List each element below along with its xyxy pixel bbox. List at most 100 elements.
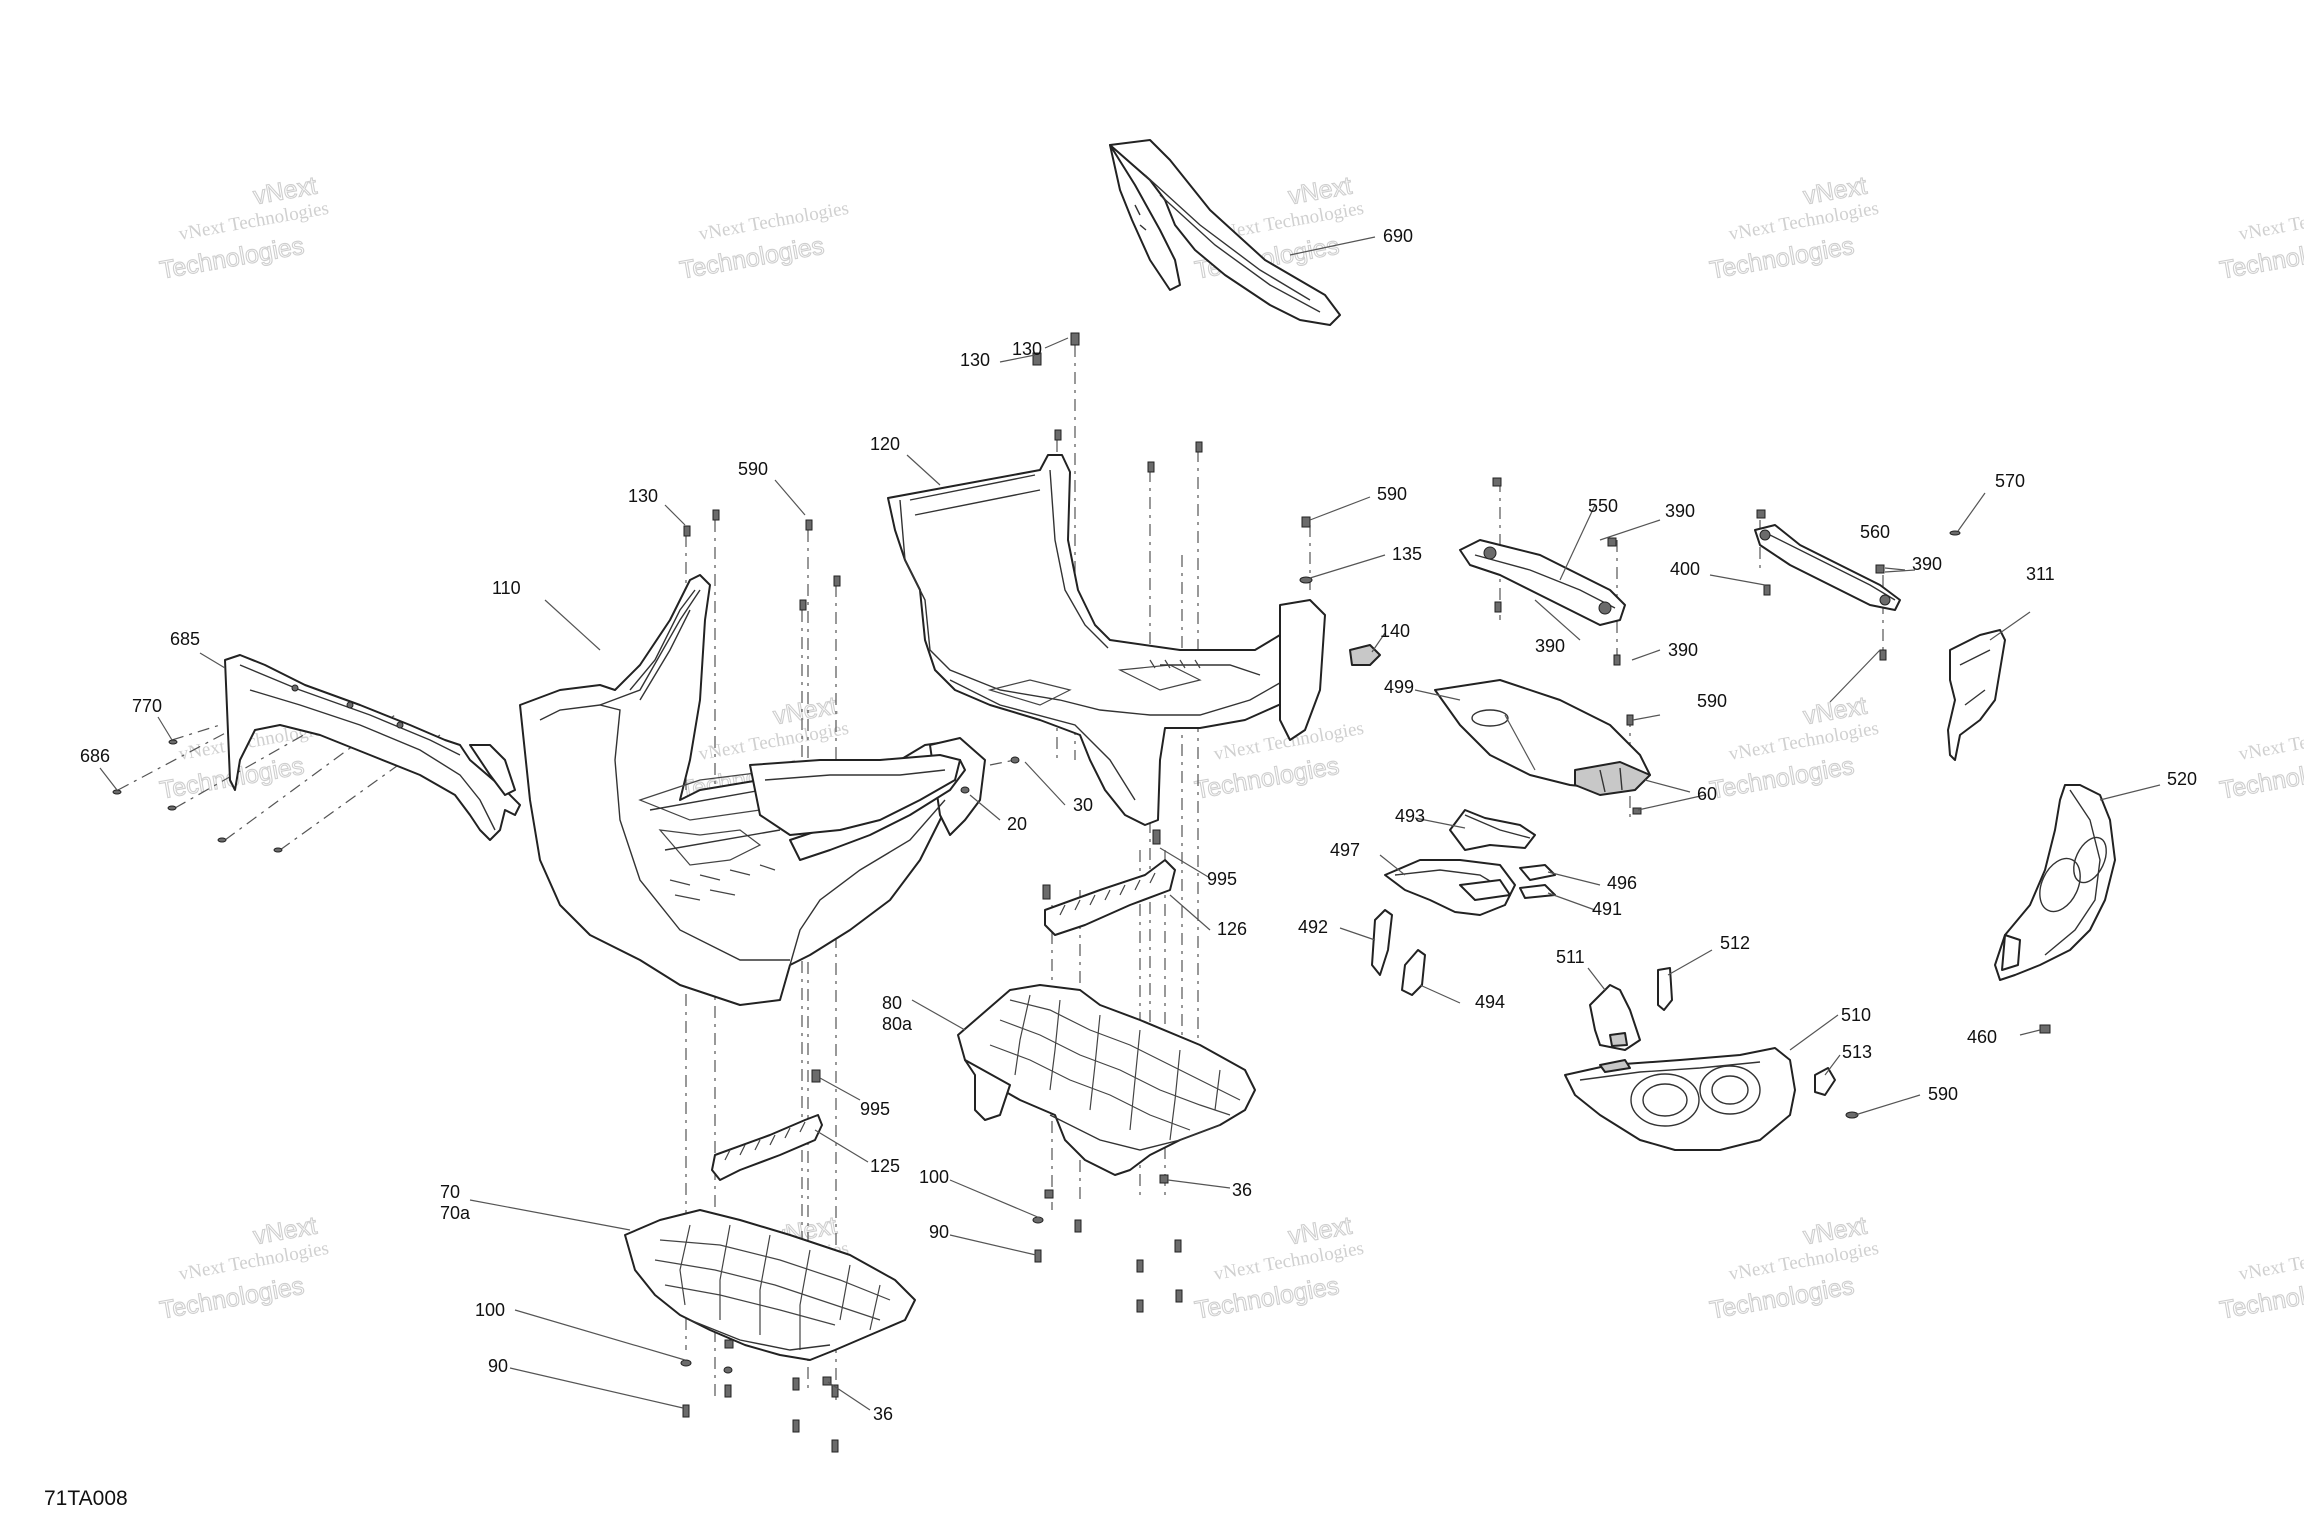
callout-label: 513 xyxy=(1842,1042,1872,1062)
callout-label: 590 xyxy=(1377,484,1407,504)
callout-label: 100 xyxy=(919,1167,949,1187)
part-496-clip xyxy=(1519,864,1556,881)
watermark-text: vNext Technologies xyxy=(1212,1238,1365,1285)
part-685-side-panel xyxy=(224,654,521,841)
part-125-step-plate xyxy=(711,1114,823,1181)
callout-label: 496 xyxy=(1607,873,1637,893)
fasteners xyxy=(112,332,2051,1453)
part-491-clip xyxy=(1519,884,1556,899)
watermark-text: vNext Technologies xyxy=(2237,1238,2304,1285)
callout-label: 390 xyxy=(1912,554,1942,574)
part-513-clip xyxy=(1814,1067,1836,1096)
watermark: vNext Technologies Technologies xyxy=(2217,198,2304,285)
watermark-text: vNext Technologies xyxy=(177,198,330,245)
callout-label: 400 xyxy=(1670,559,1700,579)
callout-label: 100 xyxy=(475,1300,505,1320)
callout-label: 497 xyxy=(1330,840,1360,860)
callout-label: 60 xyxy=(1697,784,1717,804)
watermark: vNext Technologies vNext Technologies xyxy=(1707,1211,1880,1325)
part-70-front-footrest xyxy=(624,1209,916,1361)
callout-label: 80 xyxy=(882,993,902,1013)
callout-label: 130 xyxy=(960,350,990,370)
callout-label: 125 xyxy=(870,1156,900,1176)
part-311-bracket xyxy=(1947,629,2006,761)
figure-code: 71TA008 xyxy=(44,1487,128,1510)
callout-label: 499 xyxy=(1384,677,1414,697)
callout-label: 550 xyxy=(1588,496,1618,516)
callout-label: 686 xyxy=(80,746,110,766)
callout-label: 494 xyxy=(1475,992,1505,1012)
callout-label: 30 xyxy=(1073,795,1093,815)
part-494-clip xyxy=(1401,949,1426,996)
callout-label: 995 xyxy=(1207,869,1237,889)
callout-label: 126 xyxy=(1217,919,1247,939)
watermark-text: vNext Technologies xyxy=(177,1238,330,1285)
part-120-rear-fender xyxy=(887,454,1326,826)
watermark: vNext Technologies Technologies xyxy=(2217,1238,2304,1325)
callout-label: 36 xyxy=(873,1404,893,1424)
callout-label: 36 xyxy=(1232,1180,1252,1200)
callout-label: 995 xyxy=(860,1099,890,1119)
watermark: vNext Technologies vNext Technologies xyxy=(157,171,330,285)
callout-label: 560 xyxy=(1860,522,1890,542)
part-497-duct xyxy=(1384,859,1516,916)
callout-label: 492 xyxy=(1298,917,1328,937)
watermark-text: vNext Technologies xyxy=(1727,1238,1880,1285)
callout-label: 70 xyxy=(440,1182,460,1202)
callout-label: 685 xyxy=(170,629,200,649)
part-20-bracket xyxy=(749,754,961,836)
callout-labels: 690 130 130 120 590 590 130 135 550 390 … xyxy=(80,226,2197,1424)
callout-label: 511 xyxy=(1556,947,1585,967)
callout-label: 20 xyxy=(1007,814,1027,834)
callout-label: 512 xyxy=(1720,933,1750,953)
part-550-support-bar xyxy=(1459,539,1626,626)
watermark-text: vNext Technologies xyxy=(697,718,850,765)
part-493-duct xyxy=(1449,809,1536,851)
callout-label: 110 xyxy=(492,578,521,598)
watermark: vNext Technologies vNext Technologies xyxy=(1707,171,1880,285)
callout-label: 130 xyxy=(1012,339,1042,359)
callout-label: 135 xyxy=(1392,544,1422,564)
watermark-text: vNext Technologies xyxy=(697,198,850,245)
part-560-support-bar xyxy=(1754,524,1901,611)
part-520-headlight-housing xyxy=(1994,784,2116,981)
callout-label: 70a xyxy=(440,1203,471,1223)
watermark: vNext Technologies Technologies xyxy=(1192,718,1365,805)
watermark-text: vNext Technologies xyxy=(1727,198,1880,245)
part-512-bracket xyxy=(1657,967,1673,1011)
part-511-bracket xyxy=(1589,984,1641,1051)
callout-label: 493 xyxy=(1395,806,1425,826)
callout-label: 311 xyxy=(2026,564,2055,584)
callout-label: 390 xyxy=(1668,640,1698,660)
callout-label: 460 xyxy=(1967,1027,1997,1047)
callout-label: 90 xyxy=(929,1222,949,1242)
watermark-text: vNext Technologies xyxy=(1727,718,1880,765)
part-690-bracket xyxy=(1109,139,1341,326)
callout-label: 570 xyxy=(1995,471,2025,491)
part-126-step-plate xyxy=(1044,859,1176,936)
watermark: vNext Technologies vNext Technologies xyxy=(157,1211,330,1325)
watermark-text: vNext Technologies xyxy=(2237,718,2304,765)
callout-label: 590 xyxy=(738,459,768,479)
callout-label: 520 xyxy=(2167,769,2197,789)
watermark: vNext Technologies vNext Technologies xyxy=(1192,1211,1365,1325)
callout-label: 90 xyxy=(488,1356,508,1376)
callout-label: 80a xyxy=(882,1014,913,1034)
part-499-panel xyxy=(1434,679,1651,796)
callout-label: 590 xyxy=(1697,691,1727,711)
leader-lines xyxy=(99,236,2161,1411)
callout-label: 690 xyxy=(1383,226,1413,246)
callout-label: 390 xyxy=(1535,636,1565,656)
callout-label: 120 xyxy=(870,434,900,454)
watermark-text: vNext Technologies xyxy=(2237,198,2304,245)
callout-label: 130 xyxy=(628,486,658,506)
callout-label: 140 xyxy=(1380,621,1410,641)
callout-label: 510 xyxy=(1841,1005,1871,1025)
watermark: vNext Technologies Technologies xyxy=(2217,718,2304,805)
part-80-rear-footrest xyxy=(957,984,1256,1176)
part-492-clip xyxy=(1371,909,1393,976)
watermark: vNext Technologies Technologies xyxy=(677,198,850,285)
part-510-headlight-assembly xyxy=(1564,1047,1796,1151)
callout-label: 590 xyxy=(1928,1084,1958,1104)
